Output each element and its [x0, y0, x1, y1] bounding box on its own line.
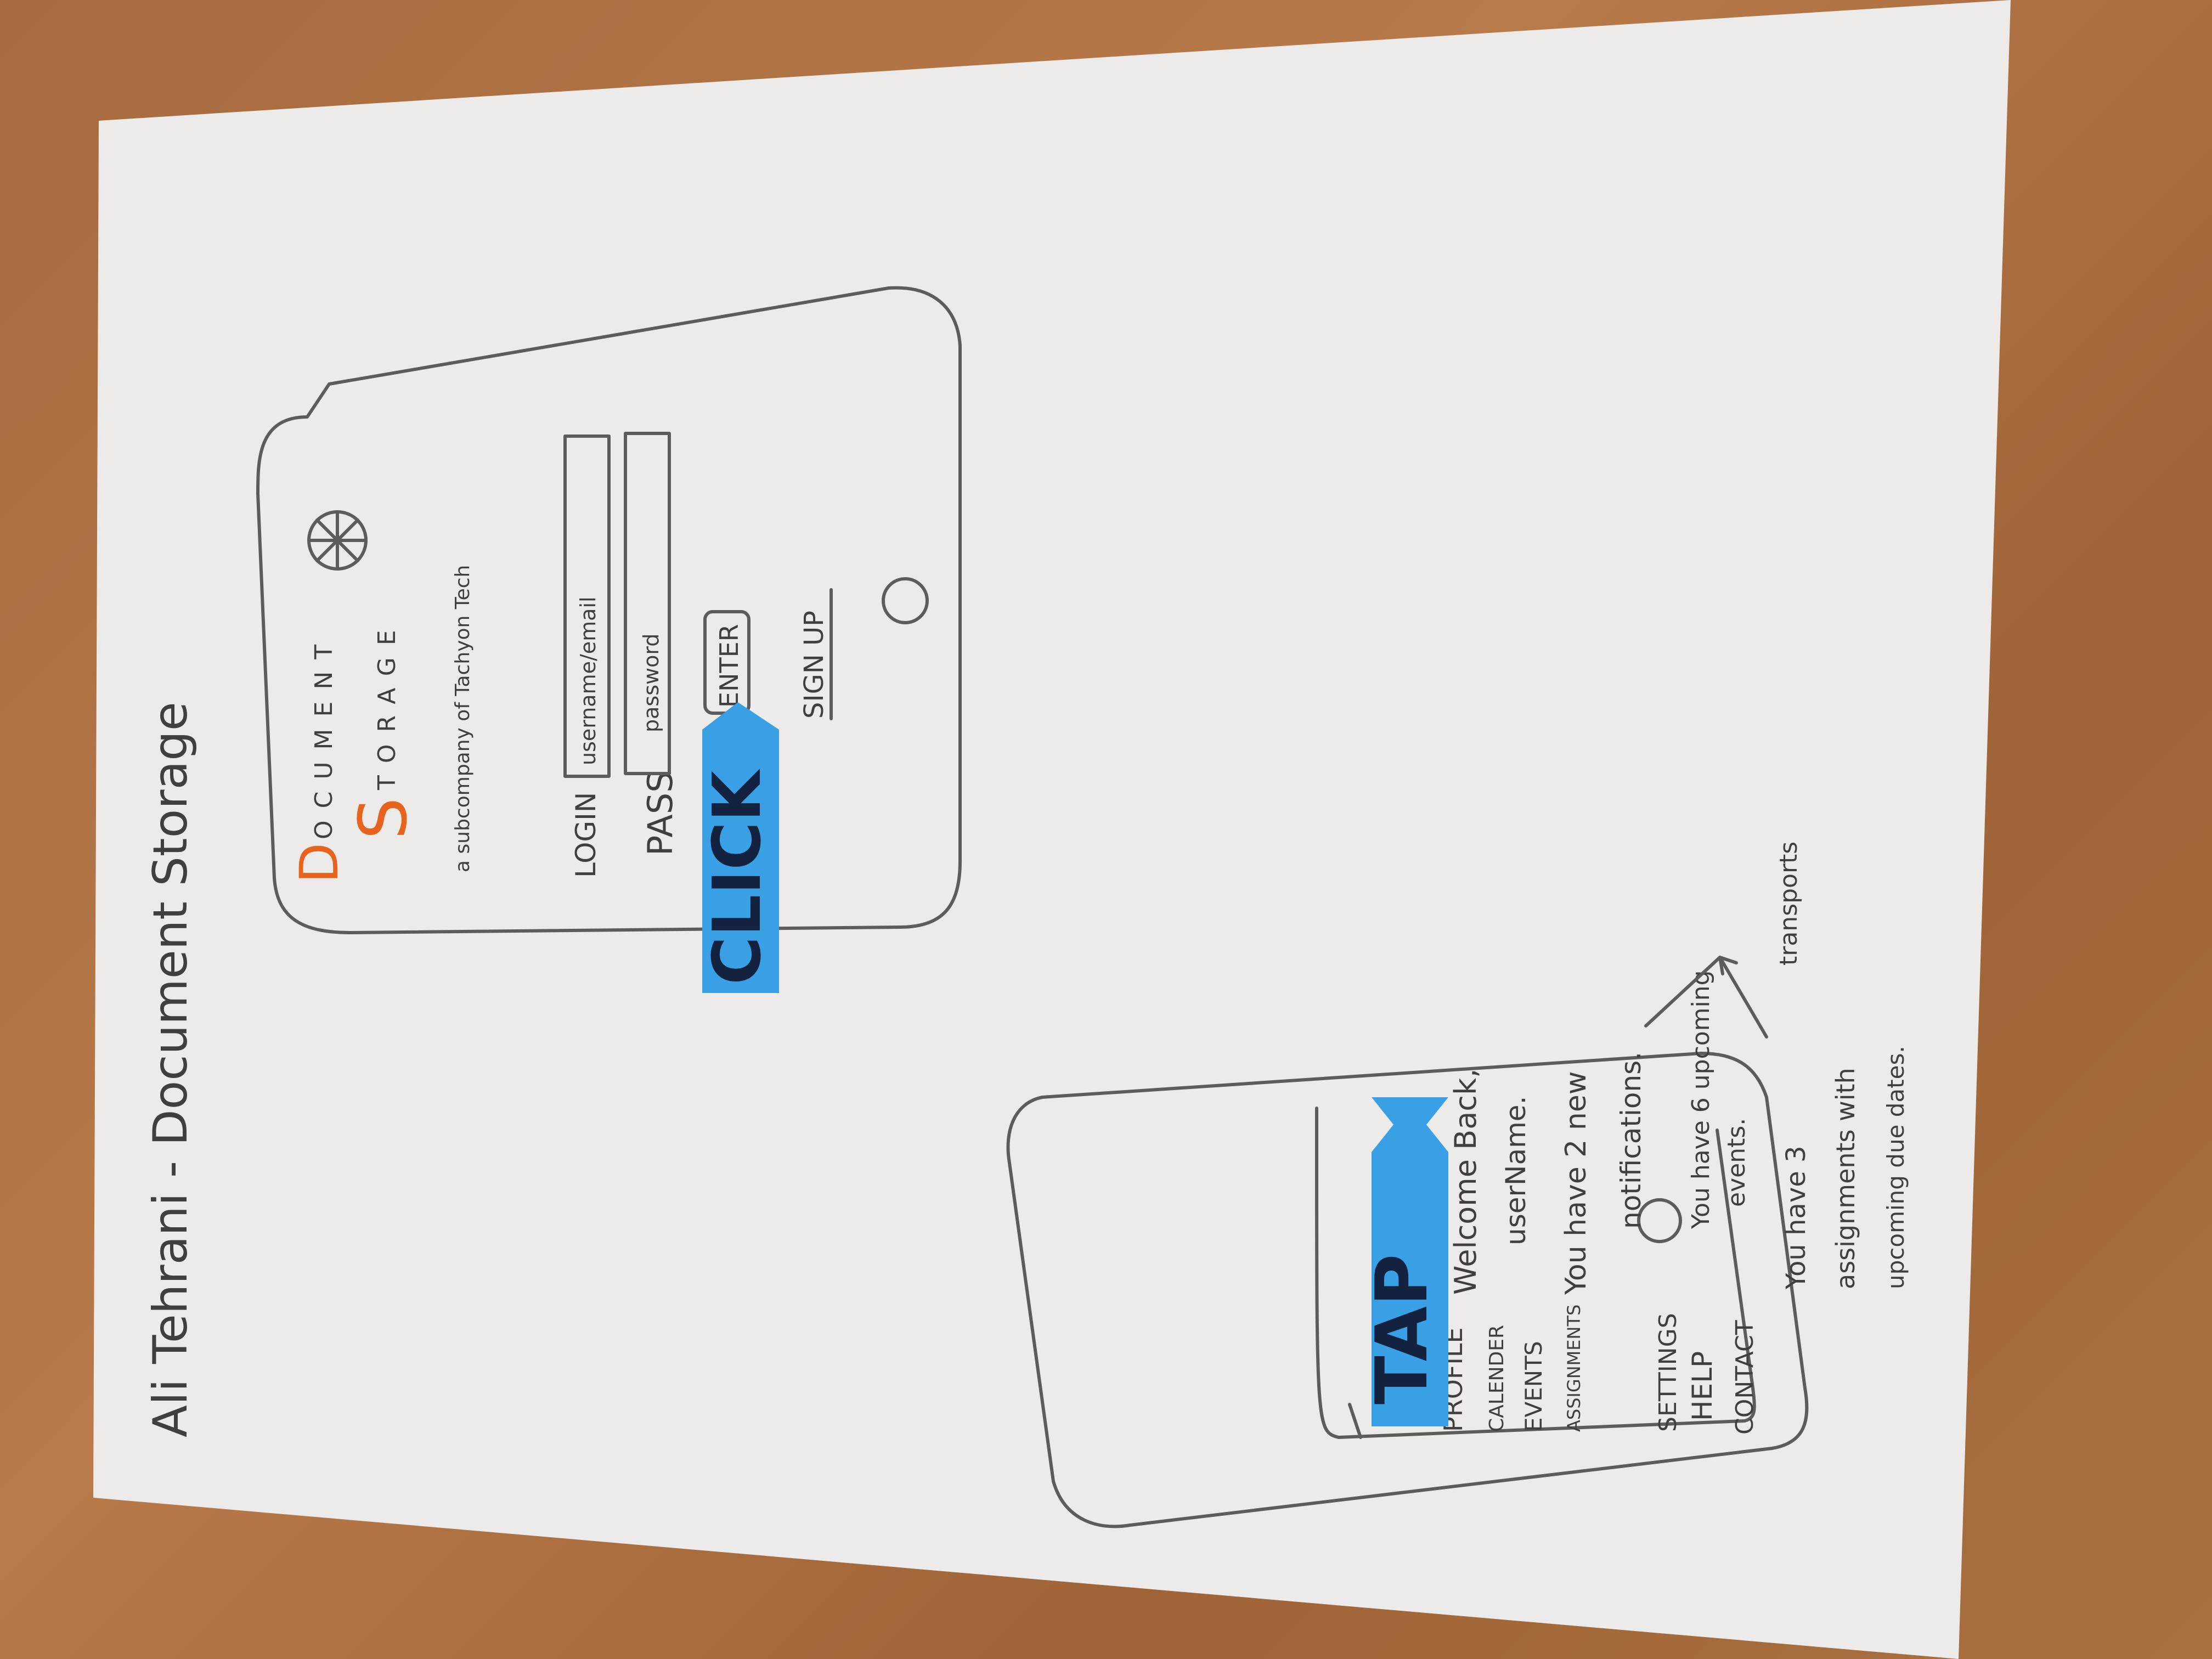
transports-annotation: transports — [1644, 842, 1803, 1039]
transports-label: transports — [1775, 842, 1803, 966]
login-logo-heading: D OCUMENT — [289, 633, 350, 883]
password-input[interactable] — [624, 432, 671, 775]
welcome-line: Welcome Back, — [1448, 1069, 1483, 1295]
assignments-line-2: assignments with — [1831, 1068, 1860, 1289]
username-placeholder: username/email — [576, 596, 600, 765]
menu-item-events[interactable]: EVENTS — [1520, 1341, 1547, 1432]
login-subtitle: a subcompany of Tachyon Tech — [452, 565, 474, 872]
username-input[interactable] — [563, 435, 611, 778]
sidebar-menu-bottom: SETTINGS HELP CONTACT — [1654, 1313, 1759, 1435]
home-home-button[interactable] — [1637, 1198, 1682, 1243]
tachyon-logo-icon — [307, 510, 368, 571]
pass-label: PASS — [640, 771, 680, 856]
assignments-line-3: upcoming due dates. — [1882, 1046, 1909, 1289]
login-home-button[interactable] — [882, 577, 929, 624]
logo-letter-s: S — [346, 798, 422, 839]
menu-item-settings[interactable]: SETTINGS — [1654, 1313, 1682, 1432]
tap-sticky-tape: TAP — [1360, 1097, 1448, 1426]
notifications-line-2: notifications. — [1615, 1052, 1647, 1229]
page-title: Ali Tehrani - Document Storage — [143, 702, 198, 1437]
notifications-line-1: You have 2 new — [1560, 1071, 1593, 1295]
login-label: LOGIN — [570, 792, 602, 878]
signup-link[interactable]: SIGN UP — [799, 611, 830, 719]
login-logo-heading-2: S TORAGE — [346, 618, 422, 839]
logo-word-storage: TORAGE — [373, 618, 401, 791]
menu-item-assignments[interactable]: ASSIGNMENTS — [1564, 1305, 1584, 1432]
paper-sheet — [93, 0, 2011, 1659]
password-placeholder: password — [639, 634, 663, 732]
click-tape-label: CLICK — [699, 769, 776, 985]
login-phone-frame — [256, 286, 962, 934]
logo-letter-d: D — [289, 843, 350, 883]
events-line-1: You have 6 upcoming — [1687, 970, 1715, 1229]
events-line-2: events. — [1723, 1118, 1751, 1207]
logo-word-document: OCUMENT — [310, 633, 338, 839]
menu-item-calender[interactable]: CALENDER — [1486, 1325, 1508, 1432]
enter-button-label: ENTER — [714, 624, 744, 708]
tap-tape-label: TAP — [1360, 1254, 1443, 1404]
welcome-username: userName. — [1500, 1096, 1532, 1245]
click-sticky-tape: CLICK — [699, 702, 779, 993]
home-phone-frame — [1006, 1052, 1809, 1528]
menu-item-help[interactable]: HELP — [1686, 1351, 1718, 1421]
menu-item-contact[interactable]: CONTACT — [1731, 1320, 1759, 1435]
assignments-line-1: You have 3 — [1781, 1146, 1812, 1290]
sidebar-drawer — [1315, 1107, 1756, 1439]
sidebar-divider — [1348, 1403, 1362, 1439]
